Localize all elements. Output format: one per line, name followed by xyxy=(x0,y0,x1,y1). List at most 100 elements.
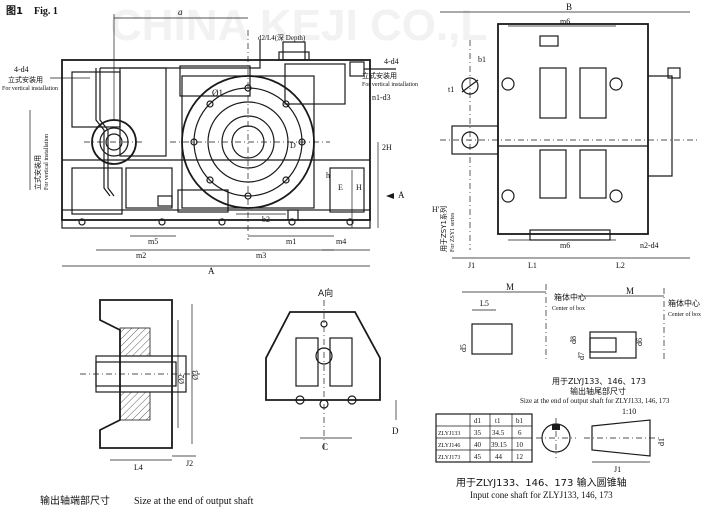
dim-m-left: M xyxy=(506,282,514,292)
dim-t1: t1 xyxy=(448,85,454,94)
cone-j1: J1 xyxy=(614,465,621,474)
table-cell: 40 xyxy=(474,441,482,449)
dim-a-big: A xyxy=(208,266,215,276)
dim-4-d4-left: 4-d4 xyxy=(14,65,29,74)
dim-b: B xyxy=(566,2,572,12)
dim-m-right: M xyxy=(626,286,634,296)
bolt-hole xyxy=(282,100,290,108)
table-cell: ZLYJ133 xyxy=(438,431,460,437)
dim-a: a xyxy=(178,7,183,17)
dim-m5: m5 xyxy=(148,237,158,246)
bearing-hatch xyxy=(119,391,151,421)
zsy-en: For ZSY1 series xyxy=(450,212,456,252)
dim-l1: L1 xyxy=(528,261,537,270)
oil-pipe-top xyxy=(100,40,261,69)
side-view: B m6 b1 t1 m6 n2-d4 J1 L1 L2 H' 用于ZSY1系列… xyxy=(432,2,700,270)
dim-m3: m3 xyxy=(256,251,266,260)
center-en-left: Center of box xyxy=(552,305,585,312)
dim-phi2: Ø2 xyxy=(177,374,186,384)
dim-d5: d5 xyxy=(459,344,468,352)
dim-d2-l4: d2/L4(深 Depth) xyxy=(258,33,306,42)
view-a: A向 C D xyxy=(265,287,399,452)
tail-caption1: 用于ZLYJ133、146、173 xyxy=(552,377,646,386)
bolt-hole xyxy=(206,176,214,184)
cone-shaft-profile xyxy=(591,419,651,457)
center-en-right: Center of box xyxy=(668,311,701,318)
output-shaft-caption-cn: 输出轴端部尺寸 xyxy=(40,494,110,507)
dim-phi3: Ø3 xyxy=(191,370,200,380)
dim-c: C xyxy=(322,442,328,452)
foot-bolt xyxy=(218,218,226,226)
front-inner-box-8 xyxy=(329,167,365,213)
label-d: D xyxy=(290,141,296,150)
arrow-a-icon xyxy=(386,193,394,199)
watermark-text: CHINA KEJI CO.,L xyxy=(110,1,487,50)
side-bolt xyxy=(609,77,623,91)
dim-h-big: H xyxy=(356,183,362,192)
front-inner-box-7 xyxy=(177,189,229,213)
dim-2h: 2H xyxy=(382,143,392,152)
side-oil-pipe xyxy=(648,75,673,177)
side-bolt xyxy=(609,189,623,203)
front-inner-box-6 xyxy=(125,167,173,209)
dim-m1: m1 xyxy=(286,237,296,246)
dim-l4: L4 xyxy=(134,463,143,472)
dim-j2: J2 xyxy=(186,459,193,468)
table-header-t1: t1 xyxy=(495,417,501,425)
vertical-install-en-left: For vertical installation xyxy=(2,86,58,92)
output-shaft-housing xyxy=(99,299,173,449)
table-cell: ZLYJ173 xyxy=(438,455,460,461)
dim-m6-top: m6 xyxy=(560,17,570,26)
dim-d8: d8 xyxy=(569,336,578,344)
foot-bolt xyxy=(288,218,296,226)
side-window xyxy=(539,67,567,119)
table-cell: 35 xyxy=(474,429,482,437)
side-key-line xyxy=(461,79,479,93)
view-a-slot-right xyxy=(329,337,353,387)
front-inner-box-5 xyxy=(71,167,123,215)
dim-d7: d7 xyxy=(577,352,586,360)
side-housing-outline xyxy=(497,23,649,235)
table-cell: 12 xyxy=(516,453,524,461)
table-header-d1: d1 xyxy=(474,417,482,425)
vertical-install-cn-left: 立式安装用 xyxy=(8,75,43,84)
table-cell: 45 xyxy=(474,453,482,461)
output-shaft-caption-en: Size at the end of output shaft xyxy=(134,496,254,507)
view-a-bolt xyxy=(295,395,305,405)
tail-caption2-en: Size at the end of output shaft for ZLYJ… xyxy=(520,397,670,405)
side-window xyxy=(579,67,607,119)
tail-right-shaft xyxy=(589,331,637,359)
side-window xyxy=(539,149,567,199)
dim-e: E xyxy=(338,183,343,192)
output-shaft-section: Ø2 Ø3 L4 J2 输出轴端部尺寸 Size at the end of o… xyxy=(40,299,254,507)
oil-pipe xyxy=(95,68,111,197)
dim-n1-d3: n1-d3 xyxy=(372,93,391,102)
center-cn-left: 箱体中心 xyxy=(554,292,586,302)
cone-caption-en: Input cone shaft for ZLYJ133, 146, 173 xyxy=(470,490,613,500)
dim-h-small: h xyxy=(326,171,330,180)
view-a-slot-left xyxy=(295,337,319,387)
side-bolt xyxy=(501,77,515,91)
view-a-bolt xyxy=(347,395,357,405)
view-a-outline xyxy=(265,311,381,401)
dim-l5: L5 xyxy=(480,299,489,308)
cone-caption-cn: 用于ZLYJ133、146、173 输入圆锥轴 xyxy=(456,476,627,489)
figure-label-cn: 图1 xyxy=(6,5,23,17)
foot-bolt xyxy=(346,218,354,226)
cone-shaft: 1:10 d1 J1 用于ZLYJ133、146、173 输入圆锥轴 Input… xyxy=(456,407,666,500)
center-cn-right: 箱体中心 xyxy=(668,298,700,308)
bolt-hole xyxy=(282,176,290,184)
tail-caption2-cn: 输出轴尾部尺寸 xyxy=(570,386,626,396)
dim-b1: b1 xyxy=(478,55,486,64)
front-top-cap-base xyxy=(278,51,310,61)
bearing-hatch xyxy=(119,327,151,357)
fitting xyxy=(287,209,299,221)
table-cell: 34.5 xyxy=(492,429,505,437)
dim-m2: m2 xyxy=(136,251,146,260)
tail-right-bore xyxy=(589,337,617,353)
bolt-hole xyxy=(206,100,214,108)
dim-d-view-a: D xyxy=(392,426,399,436)
output-tail-detail: L5 d5 M 箱体中心 Center of box d7 d6 d8 M 箱体… xyxy=(459,282,701,405)
figure-label-en: Fig. 1 xyxy=(34,6,58,17)
